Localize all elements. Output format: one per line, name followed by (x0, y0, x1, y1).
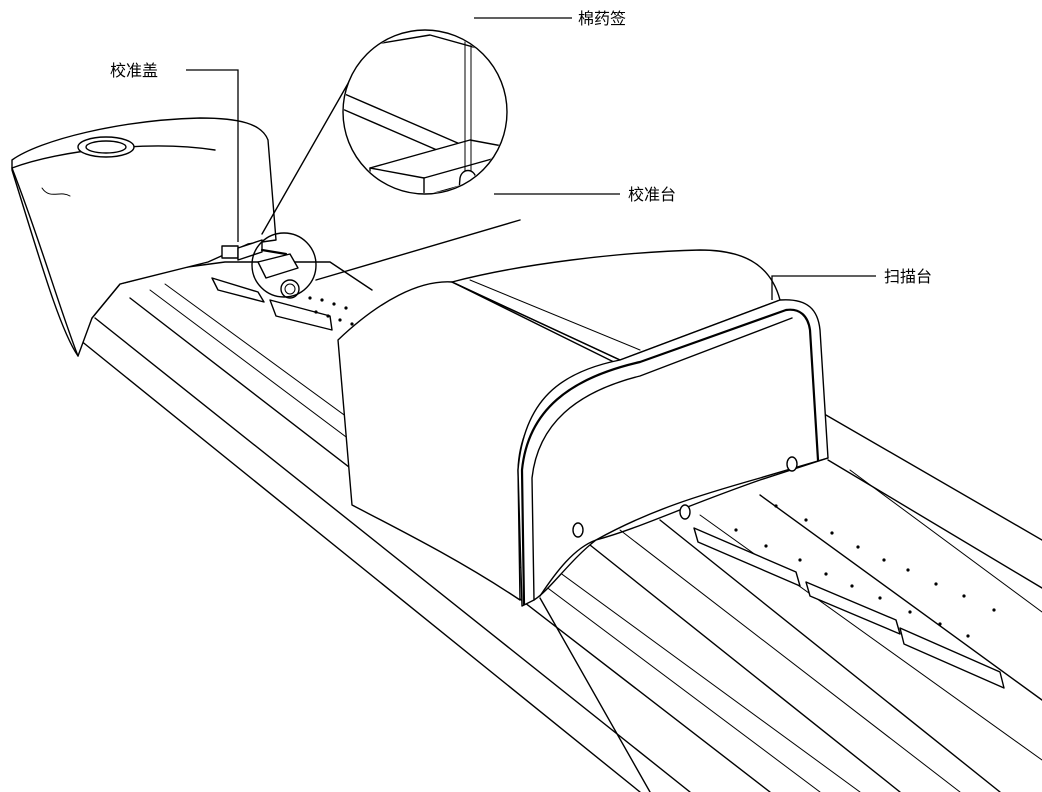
calibration-area (211, 232, 354, 331)
sample-rack (693, 504, 1005, 689)
calibration-housing (11, 117, 277, 357)
leader-lines (186, 17, 876, 300)
callout-labels: 校准盖 棉药签 校准台 扫描台 (110, 9, 932, 286)
label-scan-stage: 扫描台 (884, 267, 932, 286)
leader-calibration-cover (186, 69, 239, 242)
platform-dots (308, 296, 354, 326)
label-cotton-swab: 棉药签 (578, 9, 626, 28)
label-calibration-stage: 校准台 (628, 185, 676, 204)
leader-scan-stage (771, 275, 876, 300)
label-calibration-cover: 校准盖 (110, 61, 158, 80)
rack-dots (734, 504, 996, 638)
magnified-inset (261, 29, 521, 281)
scan-carriage (337, 249, 829, 607)
